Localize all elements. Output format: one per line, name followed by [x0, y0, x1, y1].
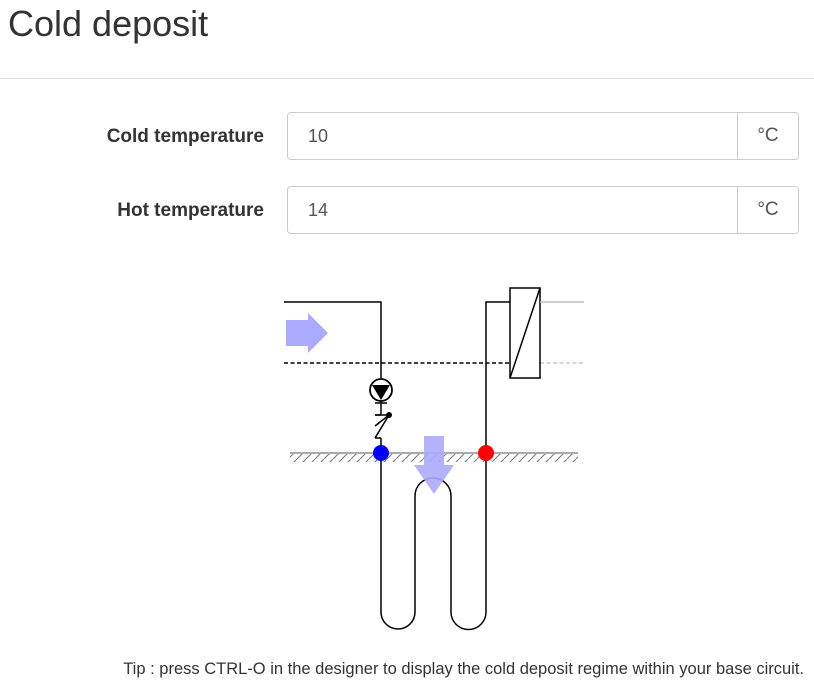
pump-icon — [369, 378, 393, 415]
hot-temperature-label: Hot temperature — [117, 200, 264, 221]
cold-temperature-group: °C — [287, 112, 799, 160]
cold-temperature-row: Cold temperature °C — [0, 112, 814, 162]
return-pipe — [485, 301, 510, 453]
flow-arrow-icon — [286, 313, 328, 353]
tip-text: Tip : press CTRL-O in the designer to di… — [123, 660, 804, 678]
cold-temperature-label: Cold temperature — [106, 126, 264, 147]
cold-temperature-input[interactable] — [288, 113, 737, 159]
hot-temperature-group: °C — [287, 186, 799, 234]
heat-exchanger-icon — [509, 287, 584, 379]
flow-arrow-icon — [414, 436, 454, 494]
page-title: Cold deposit — [8, 3, 209, 44]
hot-temperature-input[interactable] — [288, 187, 737, 233]
supply-pipe — [284, 301, 382, 378]
cold-temperature-unit: °C — [737, 113, 798, 159]
cold-node — [373, 445, 389, 461]
hot-temperature-row: Hot temperature °C — [0, 186, 814, 236]
header-divider — [0, 78, 814, 79]
check-valve-icon — [374, 412, 392, 453]
hot-temperature-unit: °C — [737, 187, 798, 233]
hot-node — [478, 445, 494, 461]
cold-deposit-diagram — [284, 287, 584, 631]
